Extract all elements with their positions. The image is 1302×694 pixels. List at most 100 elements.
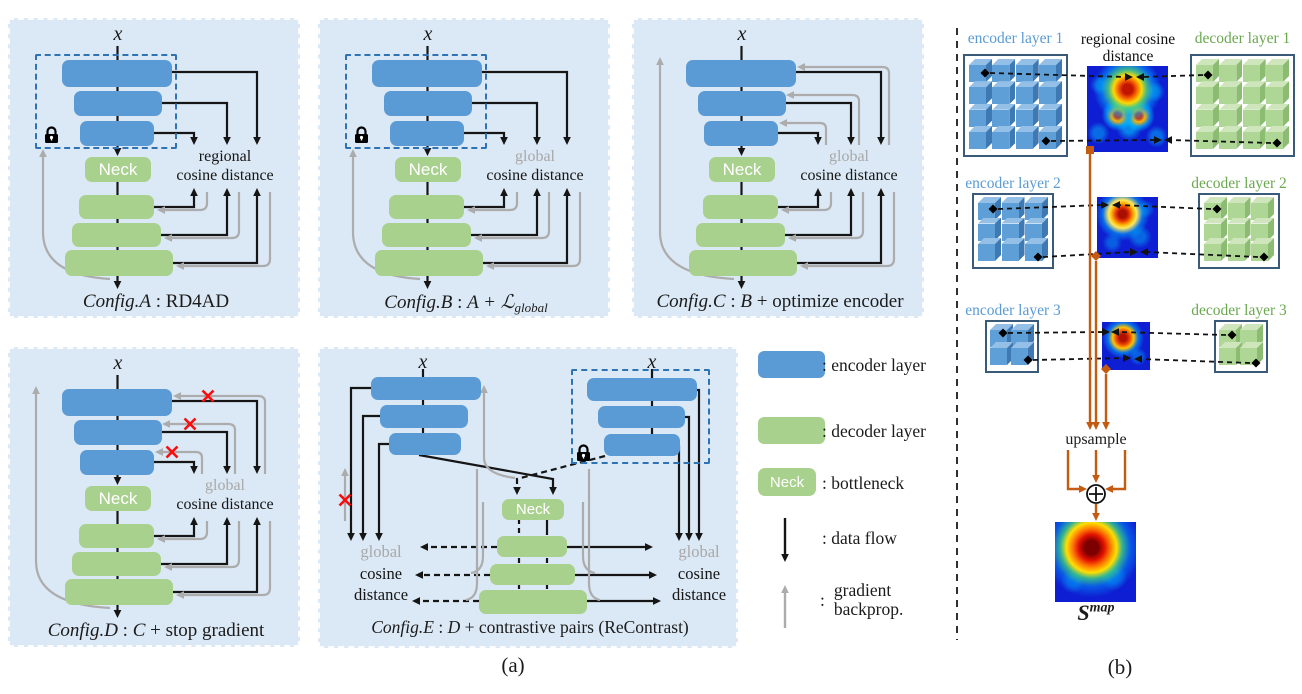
arrowhead — [877, 188, 885, 196]
cube-top-face — [1039, 59, 1062, 65]
subfigure-b-caption: (b) — [1107, 655, 1133, 679]
feature-cube — [1251, 197, 1274, 220]
arrowhead — [814, 137, 822, 145]
cube-right-face — [1236, 324, 1242, 347]
cube-front-face — [1219, 65, 1237, 82]
flow-line — [418, 453, 555, 488]
arrowhead — [737, 281, 746, 289]
cube-top-face — [969, 126, 992, 132]
loss-type-label: global — [515, 148, 555, 165]
cube-front-face — [992, 87, 1010, 105]
cube-right-face — [1268, 238, 1274, 261]
smap-superscript: map — [1089, 600, 1115, 616]
feature-cube — [1266, 59, 1289, 82]
feature-cube — [1219, 342, 1242, 365]
loss-word: cosine — [677, 563, 721, 583]
flow-line — [172, 70, 259, 138]
flow-line — [794, 192, 865, 240]
cube-front-face — [992, 132, 1010, 149]
encoder-layer-label-3: encoder layer 3 — [965, 302, 1061, 319]
flow-line — [351, 156, 421, 281]
cube-right-face — [995, 217, 1001, 241]
cube-right-face — [1056, 59, 1062, 82]
legend-encoder-swatch — [758, 351, 825, 378]
flow-line — [173, 524, 259, 594]
arrowhead — [781, 554, 789, 562]
flow-line — [349, 386, 372, 534]
arrowhead — [223, 188, 231, 196]
cube-top-face — [1266, 126, 1289, 132]
flow-line — [154, 460, 196, 467]
flow-line — [172, 399, 259, 467]
arrowhead — [1092, 422, 1100, 430]
encoder-right-block-2 — [598, 406, 685, 428]
arrowhead — [253, 137, 261, 145]
cube-front-face — [1242, 65, 1260, 82]
flow-line — [785, 121, 828, 145]
cube-front-face — [1219, 87, 1237, 105]
arrowhead — [32, 386, 40, 394]
cube-top-face — [1039, 103, 1062, 110]
cube-right-face — [1018, 238, 1025, 261]
cube-front-face — [1266, 109, 1283, 127]
caption-rest: + contrastive pairs (ReContrast) — [460, 617, 689, 637]
cube-top-face — [1015, 59, 1039, 65]
cube-right-face — [1236, 103, 1243, 127]
cube-right-face — [1042, 217, 1048, 241]
feature-cube — [1227, 217, 1251, 241]
arrowhead — [779, 119, 787, 127]
cube-top-face — [1266, 103, 1289, 110]
arrowhead — [173, 392, 181, 400]
input-label-right: x — [647, 351, 657, 373]
flow-line — [796, 70, 883, 138]
encoder-right-block-3 — [604, 434, 680, 456]
encoder-block-3 — [80, 121, 154, 146]
caption-config-id: Config.E — [371, 617, 434, 637]
feature-cube — [1039, 103, 1062, 127]
cube-top-face — [1039, 81, 1062, 88]
cube-front-face — [1025, 244, 1042, 261]
feature-cube — [1015, 103, 1039, 127]
flow-line — [483, 195, 569, 265]
cube-top-face — [978, 217, 1001, 224]
frozen-encoder-box — [35, 54, 177, 149]
feature-cube — [1039, 59, 1062, 82]
input-label: x — [737, 23, 747, 45]
arrowhead — [1092, 513, 1100, 521]
cube-front-face — [1251, 223, 1268, 241]
feature-cube — [969, 59, 992, 82]
arrowhead — [467, 206, 475, 214]
cube-right-face — [1213, 126, 1219, 149]
cube-front-face — [978, 223, 995, 241]
decoder-block-3 — [479, 590, 587, 614]
cube-right-face — [1032, 103, 1039, 127]
cube-top-face — [1227, 238, 1251, 244]
cosine-distance-heatmap-3 — [1102, 322, 1150, 370]
heatmap-title-line2: distance — [1102, 48, 1154, 65]
bottleneck-block: Neck — [502, 499, 564, 520]
arrowhead — [549, 487, 557, 495]
arrowhead — [190, 466, 198, 474]
loss-type-label: regional — [198, 148, 252, 165]
bottleneck-block: Neck — [395, 157, 461, 182]
arrowhead — [359, 533, 367, 541]
flow-line — [797, 195, 883, 265]
caption-config-id: Config.C — [656, 291, 726, 312]
arrowhead — [847, 188, 855, 196]
arrowhead — [157, 535, 165, 543]
cube-front-face — [1015, 87, 1033, 105]
flow-line — [183, 417, 197, 431]
legend-decoder-label: : decoder layer — [822, 421, 926, 441]
frozen-encoder-box — [571, 369, 710, 464]
feature-cube — [1240, 342, 1263, 365]
cube-front-face — [1227, 223, 1245, 241]
cube-top-face — [1204, 197, 1227, 203]
cube-right-face — [1268, 217, 1274, 241]
encoder-block-1 — [62, 60, 172, 87]
cube-top-face — [1196, 103, 1219, 110]
cube-top-face — [1025, 238, 1048, 244]
feature-cube — [1204, 217, 1227, 241]
